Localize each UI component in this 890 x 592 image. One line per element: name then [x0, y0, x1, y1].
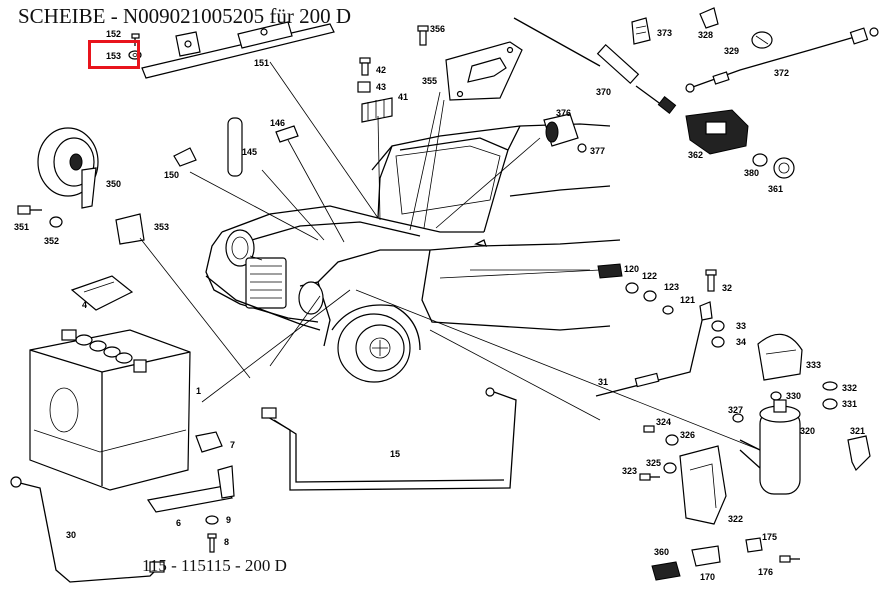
part-label-32[interactable]: 32: [722, 283, 733, 293]
part-label-7[interactable]: 7: [230, 440, 236, 450]
part-label-323[interactable]: 323: [622, 466, 638, 476]
part-label-356[interactable]: 356: [430, 24, 446, 34]
part-label-326[interactable]: 326: [680, 430, 696, 440]
part-label-373[interactable]: 373: [657, 28, 673, 38]
part-label-9[interactable]: 9: [226, 515, 232, 525]
part-label-322[interactable]: 322: [728, 514, 744, 524]
part-label-170[interactable]: 170: [700, 572, 716, 582]
part-label-370[interactable]: 370: [596, 87, 612, 97]
part-label-372[interactable]: 372: [774, 68, 790, 78]
battery-cables-drawing: [10, 387, 517, 583]
ignition-parts-drawing: [595, 263, 871, 525]
part-label-121[interactable]: 121: [680, 295, 696, 305]
part-label-350[interactable]: 350: [106, 179, 122, 189]
diagram-title: SCHEIBE - N009021005205 für 200 D: [18, 4, 352, 28]
top-small-parts-drawing: [357, 25, 429, 123]
part-label-320[interactable]: 320: [800, 426, 816, 436]
part-label-1[interactable]: 1: [196, 386, 202, 396]
part-label-153[interactable]: 153: [106, 51, 122, 61]
part-label-175[interactable]: 175: [762, 532, 778, 542]
part-label-377[interactable]: 377: [590, 146, 606, 156]
hoses-drawing: [173, 117, 299, 177]
bottom-right-parts-drawing: [651, 537, 800, 581]
part-label-329[interactable]: 329: [724, 46, 740, 56]
part-label-4[interactable]: 4: [82, 300, 88, 310]
part-label-34[interactable]: 34: [736, 337, 747, 347]
model-footer: 115 - 115115 - 200 D: [142, 556, 287, 575]
part-label-351[interactable]: 351: [14, 222, 30, 232]
part-label-43[interactable]: 43: [376, 82, 387, 92]
part-label-352[interactable]: 352: [44, 236, 60, 246]
part-label-122[interactable]: 122: [642, 271, 658, 281]
part-label-33[interactable]: 33: [736, 321, 747, 331]
part-label-145[interactable]: 145: [242, 147, 258, 157]
plate-355-drawing: [445, 41, 523, 101]
part-label-31[interactable]: 31: [598, 377, 609, 387]
part-label-321[interactable]: 321: [850, 426, 866, 436]
part-label-330[interactable]: 330: [786, 391, 802, 401]
part-label-327[interactable]: 327: [728, 405, 744, 415]
part-label-362[interactable]: 362: [688, 150, 704, 160]
part-label-6[interactable]: 6: [176, 518, 182, 528]
part-label-123[interactable]: 123: [664, 282, 680, 292]
part-label-325[interactable]: 325: [646, 458, 662, 468]
part-label-331[interactable]: 331: [842, 399, 858, 409]
battery-drawing: [29, 329, 191, 491]
part-label-376[interactable]: 376: [556, 108, 572, 118]
part-label-146[interactable]: 146: [270, 118, 286, 128]
part-label-332[interactable]: 332: [842, 383, 858, 393]
part-label-150[interactable]: 150: [164, 170, 180, 180]
part-label-333[interactable]: 333: [806, 360, 822, 370]
part-label-328[interactable]: 328: [698, 30, 714, 40]
horn-350-drawing: [17, 127, 145, 245]
cable-370-drawing: [513, 17, 677, 114]
part-label-8[interactable]: 8: [224, 537, 230, 547]
part-label-41[interactable]: 41: [398, 92, 409, 102]
part-label-360[interactable]: 360: [654, 547, 670, 557]
part-label-151[interactable]: 151: [254, 58, 270, 68]
part-label-324[interactable]: 324: [656, 417, 672, 427]
part-label-152[interactable]: 152: [106, 29, 122, 39]
switch-376-drawing: [543, 113, 587, 153]
bracket-151-drawing: [128, 21, 335, 79]
plate-4-drawing: [70, 275, 134, 311]
part-label-355[interactable]: 355: [422, 76, 438, 86]
highlight-box-153: [88, 40, 140, 69]
part-label-176[interactable]: 176: [758, 567, 774, 577]
battery-brackets-drawing: [146, 431, 235, 553]
part-label-120[interactable]: 120: [624, 264, 640, 274]
part-label-15[interactable]: 15: [390, 449, 401, 459]
car-body-drawing: [205, 123, 621, 383]
leader-lines: [139, 61, 761, 451]
part-label-42[interactable]: 42: [376, 65, 387, 75]
part-label-361[interactable]: 361: [768, 184, 784, 194]
part-label-353[interactable]: 353: [154, 222, 170, 232]
part-label-380[interactable]: 380: [744, 168, 760, 178]
part-label-30[interactable]: 30: [66, 530, 77, 540]
top-right-parts-drawing: [631, 7, 879, 179]
